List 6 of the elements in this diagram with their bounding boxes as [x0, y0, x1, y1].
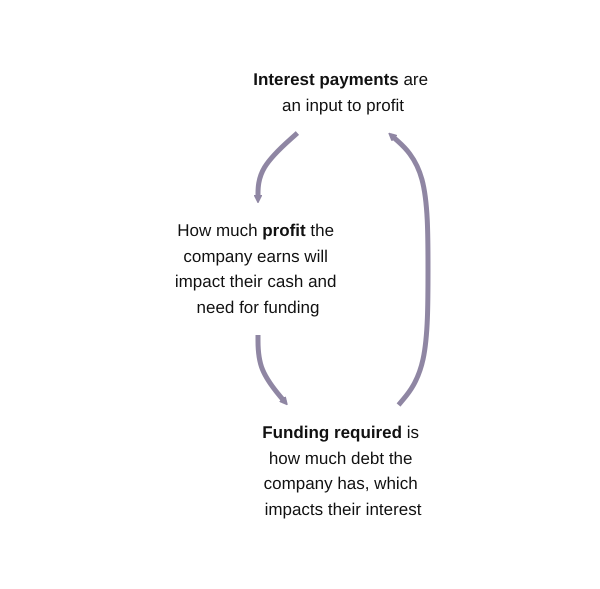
arrow	[253, 131, 299, 204]
arrow	[388, 132, 430, 407]
node-text: Funding required is how much debt the company has, which impacts their interest	[262, 423, 421, 518]
arrow	[255, 335, 288, 406]
node-text: Interest payments are an input to profit	[252, 70, 428, 114]
node-text: How much profit the company earns will impact their cash and need for funding	[174, 221, 336, 316]
